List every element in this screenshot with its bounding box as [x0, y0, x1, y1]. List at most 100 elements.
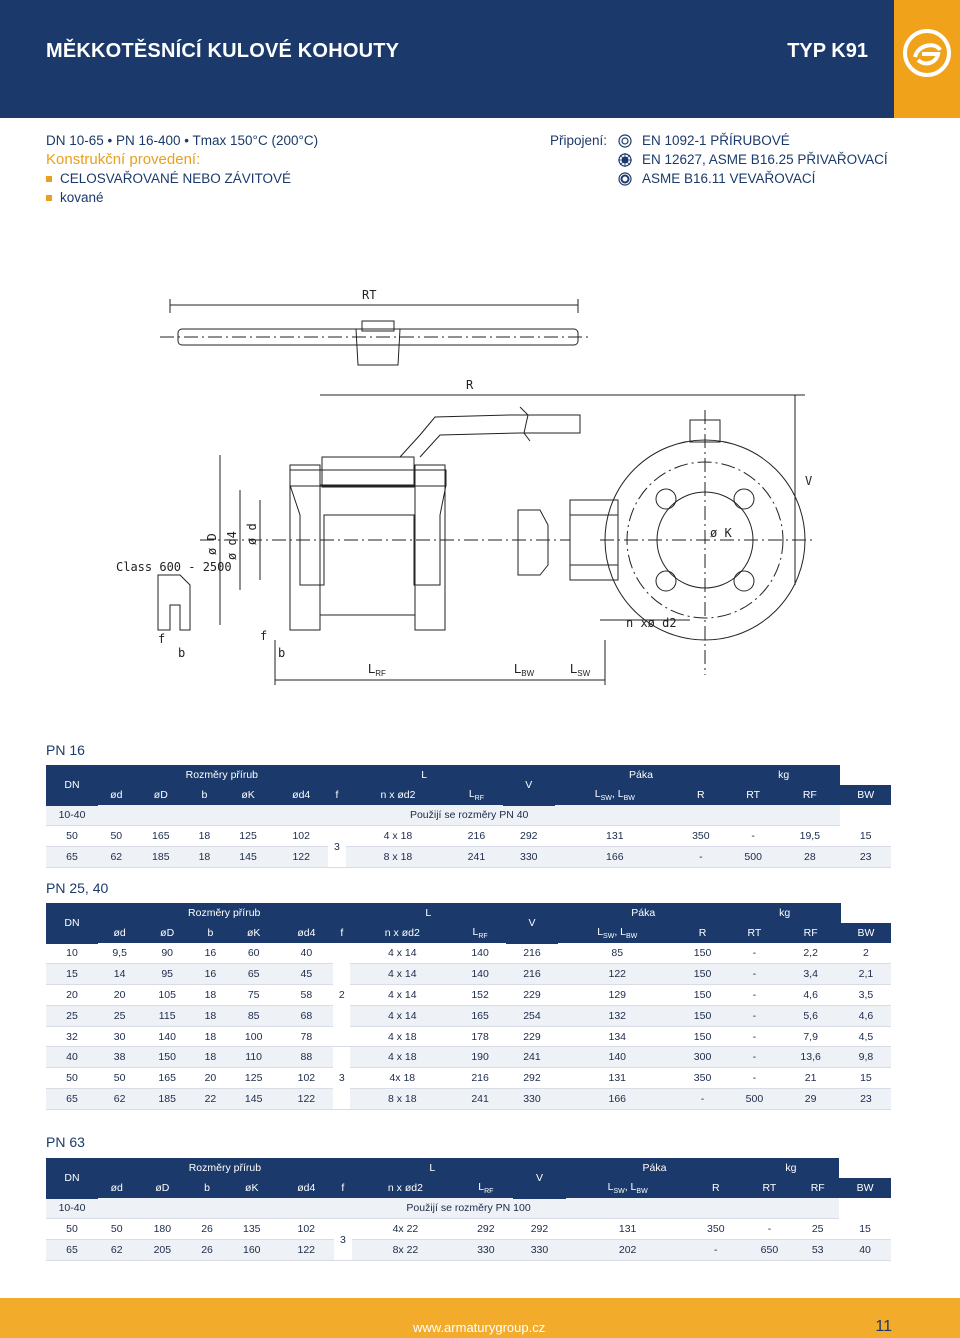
dim-k-label: ø K — [710, 526, 732, 540]
weld-icon — [618, 152, 632, 167]
col-lrf: LRF — [459, 1178, 513, 1198]
col-f: f — [328, 785, 346, 805]
dim-b-label: b — [278, 646, 285, 660]
connections-label: Připojení: — [550, 133, 608, 148]
table-row: 10-40 Použijí se rozměry PN 40 — [46, 805, 891, 827]
col-b: b — [193, 923, 228, 943]
col-v: V — [502, 765, 555, 806]
spec-line: DN 10-65 • PN 16-400 • Tmax 150°C (200°C… — [46, 133, 319, 148]
col-group-paka: Páka — [566, 1158, 743, 1179]
col-rt: RT — [727, 785, 780, 805]
merged-f: 3 — [328, 825, 346, 868]
col-od4: ød4 — [278, 1178, 334, 1198]
page-footer: www.armaturygroup.cz 11 — [0, 1298, 960, 1338]
col-r: R — [674, 785, 727, 805]
col-f: f — [333, 1178, 352, 1198]
col-oD: øD — [141, 923, 194, 943]
col-group-l: L — [351, 1158, 513, 1179]
pn63-table: DN Rozměry přírub L V Páka kg ød øD b øK… — [46, 1158, 891, 1261]
col-v: V — [506, 903, 558, 944]
col-oK: øK — [221, 785, 275, 805]
col-dn: DN — [46, 765, 98, 806]
merged-f: 3 — [333, 1046, 351, 1110]
pn16-title: PN 16 — [46, 742, 85, 758]
col-od4: ød4 — [279, 923, 334, 943]
col-oK: øK — [224, 1178, 279, 1198]
col-group-kg: kg — [742, 1158, 840, 1179]
col-group-l: L — [345, 765, 503, 786]
col-dn: DN — [46, 1158, 98, 1199]
col-lrf: LRF — [454, 923, 507, 943]
col-lsw-lbw: LSW, LBW — [554, 785, 675, 805]
col-b: b — [186, 785, 222, 805]
col-nd2: n x ød2 — [350, 923, 455, 943]
col-lsw-lbw: LSW, LBW — [557, 923, 677, 943]
page-header: MĚKKOTĚSNÍCÍ KULOVÉ KOHOUTY TYP K91 — [0, 0, 960, 118]
connection-item: EN 1092-1 PŘÍRUBOVÉ — [618, 131, 790, 150]
technical-drawing: RT R V Class 600 - 2500 ø D ø d4 ø d ø K… — [116, 288, 812, 685]
dim-lrf-label: LRF — [368, 661, 386, 678]
spec-block: DN 10-65 • PN 16-400 • Tmax 150°C (200°C… — [46, 131, 318, 207]
pn63-title: PN 63 — [46, 1134, 85, 1150]
table-row: 10-40 Použijí se rozměry PN 100 — [46, 1198, 891, 1220]
connection-item: ASME B16.11 VEVAŘOVACÍ — [618, 169, 815, 188]
dim-rt-label: RT — [362, 288, 376, 302]
dim-r-label: R — [466, 378, 474, 392]
dim-f-label: f — [260, 629, 267, 643]
dim-nd2-label: n xø d2 — [626, 616, 677, 630]
page-number: 11 — [875, 1318, 892, 1335]
col-v: V — [512, 1158, 567, 1199]
dim-d-label: ø D — [205, 533, 219, 555]
col-od: ød — [98, 1178, 136, 1198]
col-rf: RF — [779, 785, 841, 805]
col-lsw-lbw: LSW, LBW — [566, 1178, 689, 1198]
col-bw: BW — [840, 923, 891, 943]
website-link[interactable]: www.armaturygroup.cz — [413, 1320, 546, 1335]
col-od: ød — [98, 923, 142, 943]
col-rt: RT — [742, 1178, 797, 1198]
col-b: b — [189, 1178, 225, 1198]
col-group-dims: Rozměry přírub — [98, 903, 351, 924]
col-bw: BW — [839, 1178, 891, 1198]
col-oD: øD — [134, 785, 187, 805]
dim-f-label: f — [158, 632, 165, 646]
col-oD: øD — [135, 1178, 190, 1198]
pn25-title: PN 25, 40 — [46, 880, 109, 896]
dim-b-label: b — [178, 646, 185, 660]
col-rf: RF — [780, 923, 841, 943]
dim-v-label: V — [805, 474, 812, 488]
company-logo-icon — [903, 29, 951, 77]
col-group-dims: Rozměry přírub — [98, 765, 346, 786]
col-dn: DN — [46, 903, 98, 944]
col-od4: ød4 — [274, 785, 329, 805]
spec-item: CELOSVAŘOVANÉ NEBO ZÁVITOVÉ — [46, 169, 318, 188]
col-nd2: n x ød2 — [345, 785, 451, 805]
page-title: MĚKKOTĚSNÍCÍ KULOVÉ KOHOUTY — [46, 40, 400, 62]
spec-item: kované — [46, 188, 318, 207]
dim-d4-label: ø d4 — [225, 531, 239, 560]
col-rf: RF — [796, 1178, 840, 1198]
col-group-dims: Rozměry přírub — [98, 1158, 352, 1179]
col-rt: RT — [728, 923, 781, 943]
col-bw: BW — [840, 785, 891, 805]
merged-f: 2 — [333, 943, 351, 1048]
dim-lbw-label: LBW — [514, 661, 535, 678]
pn25-table: DN Rozměry přírub L V Páka kg ød øD b øK… — [46, 903, 891, 1110]
socket-icon — [618, 171, 632, 186]
col-r: R — [688, 1178, 743, 1198]
